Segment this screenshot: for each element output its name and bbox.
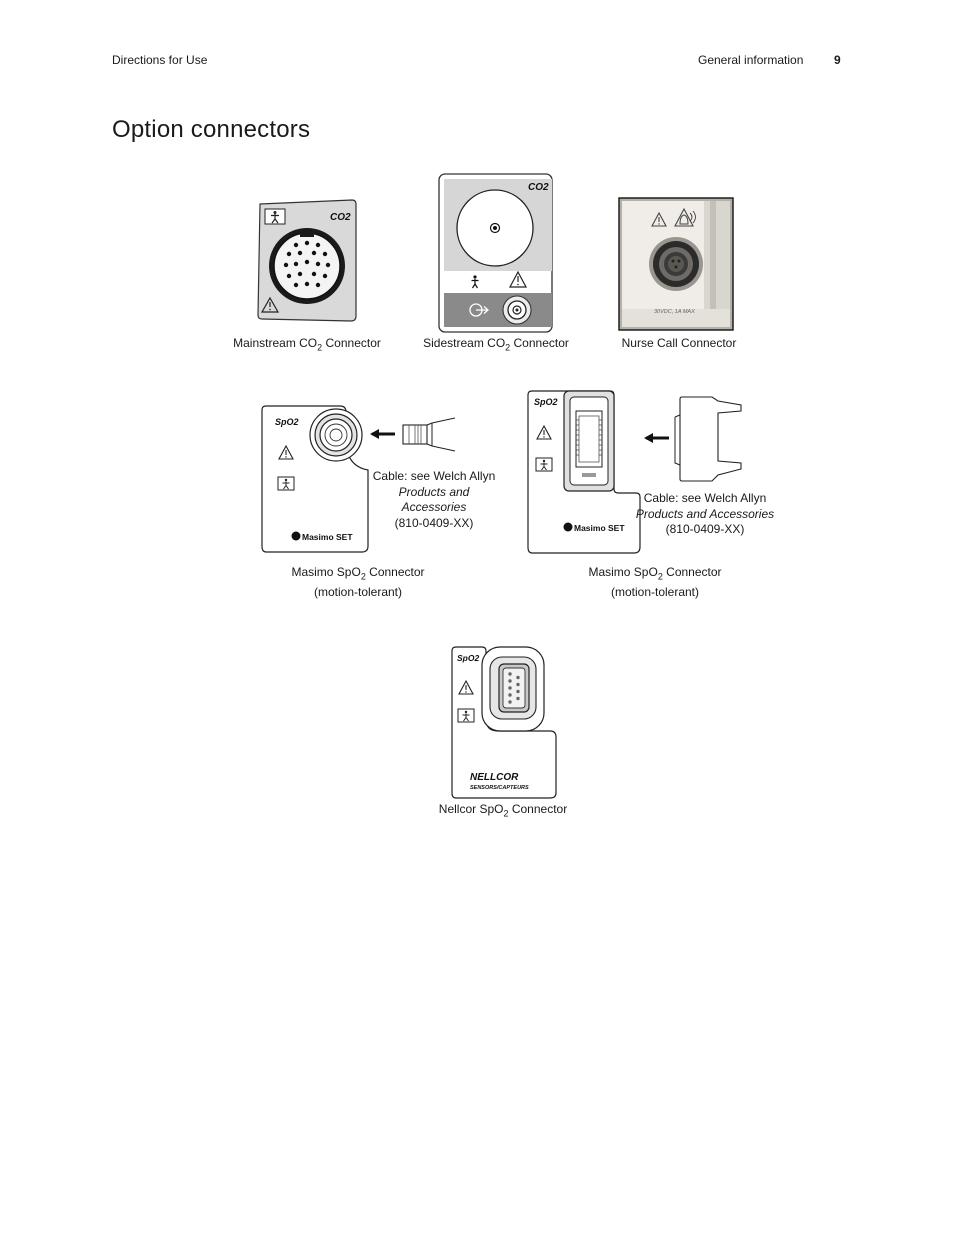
page-number: 9 xyxy=(834,53,841,67)
masimo-1-caption: Masimo SpO2 Connector (motion-tolerant) xyxy=(258,564,458,600)
patient-applied-part-icon xyxy=(536,458,552,471)
svg-text:SENSORS/CAPTEURS: SENSORS/CAPTEURS xyxy=(470,785,529,791)
page-title: Option connectors xyxy=(112,116,310,144)
nurse-call-rating: 30VDC, 1A MAX xyxy=(654,309,695,315)
mainstream-co2-connector-image: CO2 xyxy=(256,198,360,324)
running-header-title: Directions for Use xyxy=(112,53,207,67)
nurse-call-connector-image: 30VDC, 1A MAX xyxy=(618,197,734,331)
svg-text:Masimo SET: Masimo SET xyxy=(574,523,625,533)
spo2-label: SpO2 xyxy=(457,653,479,663)
mainstream-co2-caption: Mainstream CO2 Connector xyxy=(207,335,407,355)
sidestream-co2-caption: Sidestream CO2 Connector xyxy=(396,335,596,355)
nurse-call-caption: Nurse Call Connector xyxy=(579,335,779,351)
patient-applied-part-icon xyxy=(458,709,474,722)
cable-plug-drawing xyxy=(675,397,741,481)
masimo-2-caption: Masimo SpO2 Connector (motion-tolerant) xyxy=(555,564,755,600)
running-header-section: General information xyxy=(698,53,803,67)
co2-label: CO2 xyxy=(330,212,351,223)
patient-applied-part-icon xyxy=(278,477,294,490)
sidestream-co2-connector-image: CO2 xyxy=(438,173,554,334)
svg-text:NELLCOR: NELLCOR xyxy=(470,772,519,783)
spo2-label: SpO2 xyxy=(534,397,558,407)
co2-label: CO2 xyxy=(528,182,549,193)
masimo-2-cable-note: Cable: see Welch Allyn Products and Acce… xyxy=(630,491,780,538)
insert-arrow-icon xyxy=(644,433,669,443)
nellcor-spo2-connector-image: SpO2 NELLCOR SENSORS/CAPTEURS xyxy=(450,645,560,801)
cable-plug-drawing xyxy=(403,418,455,451)
masimo-1-cable-note: Cable: see Welch Allyn Products and Acce… xyxy=(364,469,504,531)
svg-text:Masimo SET: Masimo SET xyxy=(302,532,353,542)
spo2-label: SpO2 xyxy=(275,417,299,427)
insert-arrow-icon xyxy=(370,429,395,439)
nellcor-caption: Nellcor SpO2 Connector xyxy=(403,801,603,821)
patient-applied-part-icon xyxy=(265,209,285,224)
